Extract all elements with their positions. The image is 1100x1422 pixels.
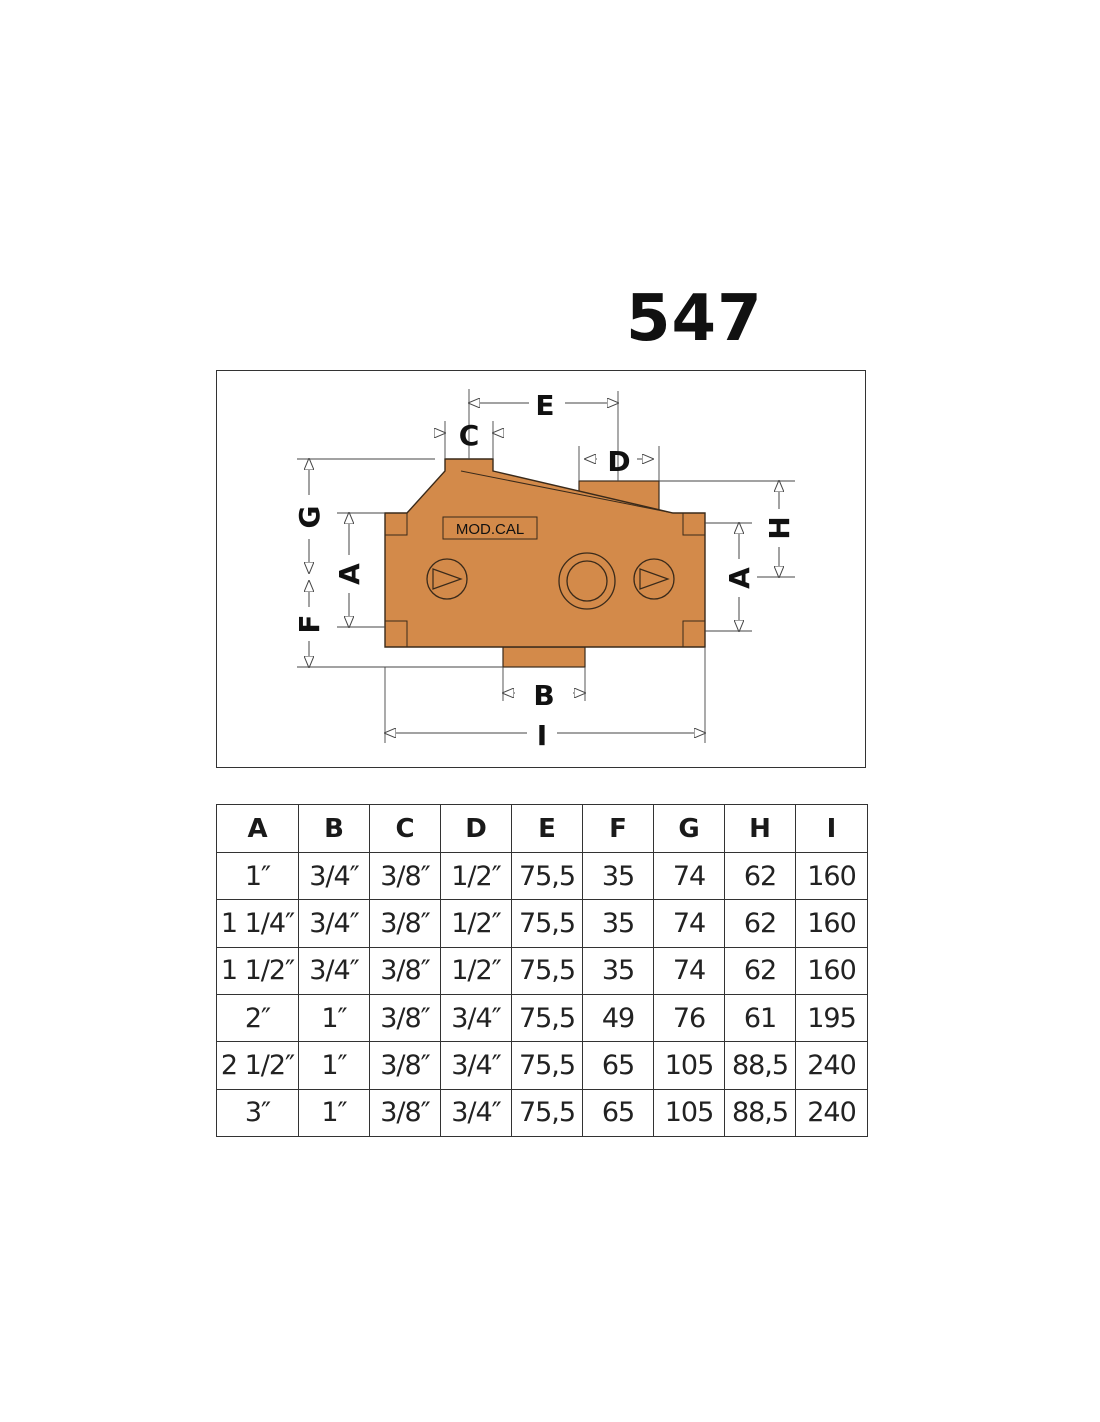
table-header-row: A B C D E F G H I: [216, 804, 868, 853]
table-cell: 160: [795, 946, 868, 995]
dim-label-e: E: [535, 389, 554, 422]
table-cell: 3/8″: [369, 993, 441, 1043]
table-cell: 75,5: [511, 993, 583, 1043]
table-cell: 1 1/2″: [216, 946, 299, 995]
col-header: H: [724, 804, 796, 853]
table-cell: 74: [653, 899, 725, 948]
table-cell: 61: [724, 993, 796, 1043]
col-header: I: [795, 804, 868, 853]
table-cell: 75,5: [511, 1088, 583, 1138]
col-header: E: [511, 804, 583, 853]
table-cell: 240: [795, 1088, 868, 1138]
table-cell: 35: [582, 899, 654, 948]
central-port-outer: [558, 552, 616, 610]
table-cell: 105: [653, 1088, 725, 1138]
col-header: B: [298, 804, 370, 853]
table-cell: 74: [653, 851, 725, 901]
dim-label-g: G: [293, 506, 326, 529]
model-label: MOD.CAL: [456, 521, 524, 538]
dimension-letters: E C D G F A A H B I: [293, 389, 796, 752]
table-cell: 1/2″: [440, 851, 512, 901]
col-header: F: [582, 804, 654, 853]
device-body: MOD.CAL: [384, 458, 706, 668]
table-cell: 3/8″: [369, 946, 441, 995]
table-cell: 88,5: [724, 1041, 796, 1090]
dim-label-a-left: A: [333, 563, 366, 585]
table-cell: 75,5: [511, 1041, 583, 1090]
right-flow-indicator: [633, 558, 675, 600]
left-flow-indicator: [426, 558, 468, 600]
dim-label-a-right: A: [723, 567, 756, 589]
bottom-port: [502, 646, 586, 668]
table-cell: 3/8″: [369, 851, 441, 901]
body-outline: [384, 458, 706, 648]
table-cell: 75,5: [511, 946, 583, 995]
dim-label-d: D: [607, 445, 630, 478]
table-cell: 75,5: [511, 899, 583, 948]
diagram-drawing: MOD.CAL: [293, 389, 796, 752]
table-cell: 2″: [216, 993, 299, 1043]
table-cell: 76: [653, 993, 725, 1043]
dim-label-i: I: [537, 719, 547, 752]
table-cell: 3/4″: [440, 1088, 512, 1138]
table-cell: 65: [582, 1088, 654, 1138]
table-cell: 62: [724, 946, 796, 995]
table-cell: 3/4″: [298, 946, 370, 995]
table-cell: 62: [724, 851, 796, 901]
table-cell: 65: [582, 1041, 654, 1090]
dim-label-h: H: [763, 516, 796, 539]
dim-label-f: F: [293, 614, 326, 633]
col-header: D: [440, 804, 512, 853]
model-number-title: 547: [626, 282, 763, 356]
dimension-diagram: MOD.CAL: [216, 370, 866, 768]
table-cell: 1″: [216, 851, 299, 901]
col-header: A: [216, 804, 299, 853]
table-cell: 3/4″: [440, 1041, 512, 1090]
table-cell: 49: [582, 993, 654, 1043]
table-cell: 2 1/2″: [216, 1041, 299, 1090]
table-cell: 160: [795, 851, 868, 901]
table-cell: 195: [795, 993, 868, 1043]
central-port-inner: [566, 560, 608, 602]
table-cell: 1″: [298, 1088, 370, 1138]
table-cell: 74: [653, 946, 725, 995]
table-cell: 1″: [298, 1041, 370, 1090]
table-cell: 1 1/4″: [216, 899, 299, 948]
table-cell: 3/4″: [440, 993, 512, 1043]
table-cell: 1″: [298, 993, 370, 1043]
table-cell: 1/2″: [440, 946, 512, 995]
table-cell: 3/8″: [369, 1041, 441, 1090]
dim-label-b: B: [533, 679, 554, 712]
table-cell: 35: [582, 851, 654, 901]
table-cell: 35: [582, 946, 654, 995]
table-cell: 3″: [216, 1088, 299, 1138]
table-cell: 3/8″: [369, 1088, 441, 1138]
table-cell: 1/2″: [440, 899, 512, 948]
table-cell: 105: [653, 1041, 725, 1090]
model-label-box: [442, 516, 538, 540]
col-header: C: [369, 804, 441, 853]
dim-label-c: C: [459, 419, 480, 452]
table-cell: 3/8″: [369, 899, 441, 948]
col-header: G: [653, 804, 725, 853]
dimension-arrows: [309, 403, 779, 733]
table-cell: 75,5: [511, 851, 583, 901]
table-cell: 88,5: [724, 1088, 796, 1138]
table-cell: 240: [795, 1041, 868, 1090]
table-cell: 3/4″: [298, 899, 370, 948]
table-cell: 62: [724, 899, 796, 948]
table-cell: 3/4″: [298, 851, 370, 901]
table-cell: 160: [795, 899, 868, 948]
